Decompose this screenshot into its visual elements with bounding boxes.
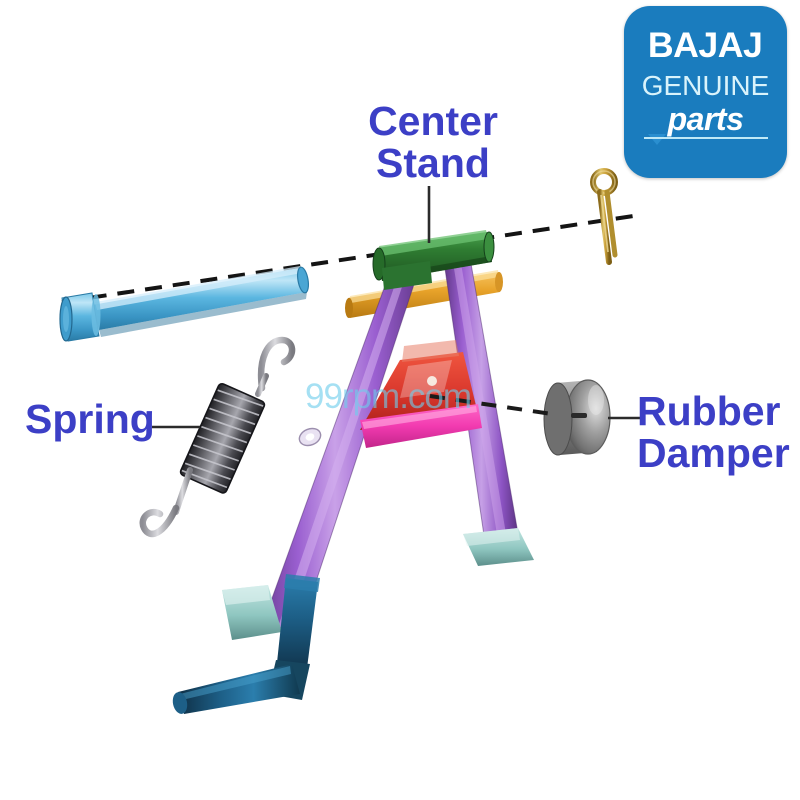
label-rubber-damper: Rubber Damper [637, 388, 790, 477]
cotter-pin-part [590, 168, 618, 265]
label-spring: Spring [25, 396, 155, 442]
leader-rubber-damper-dashed [429, 394, 553, 416]
logo-text-parts: parts [667, 101, 744, 137]
leader-lines [152, 186, 640, 429]
bajaj-genuine-parts-logo: BAJAJ GENUINE parts [624, 6, 787, 178]
label-center-stand: Center Stand [368, 98, 498, 187]
logo-checkmark-icon [648, 134, 666, 145]
spring-hook-tab [298, 427, 322, 447]
spring-part [139, 336, 296, 538]
foot-pads-part [222, 528, 534, 640]
pivot-bolt-part [59, 266, 310, 342]
stand-legs-part [261, 253, 521, 631]
rubber-damper-part [543, 379, 611, 456]
logo-underline [644, 137, 768, 139]
assembly-axis-dashed-line [61, 213, 641, 304]
kick-lever-part [172, 574, 320, 714]
logo-text-bajaj: BAJAJ [648, 26, 763, 65]
reinforcement-plate-part [360, 340, 482, 448]
logo-text-genuine: GENUINE [641, 70, 770, 101]
top-bracket-part [372, 230, 495, 290]
